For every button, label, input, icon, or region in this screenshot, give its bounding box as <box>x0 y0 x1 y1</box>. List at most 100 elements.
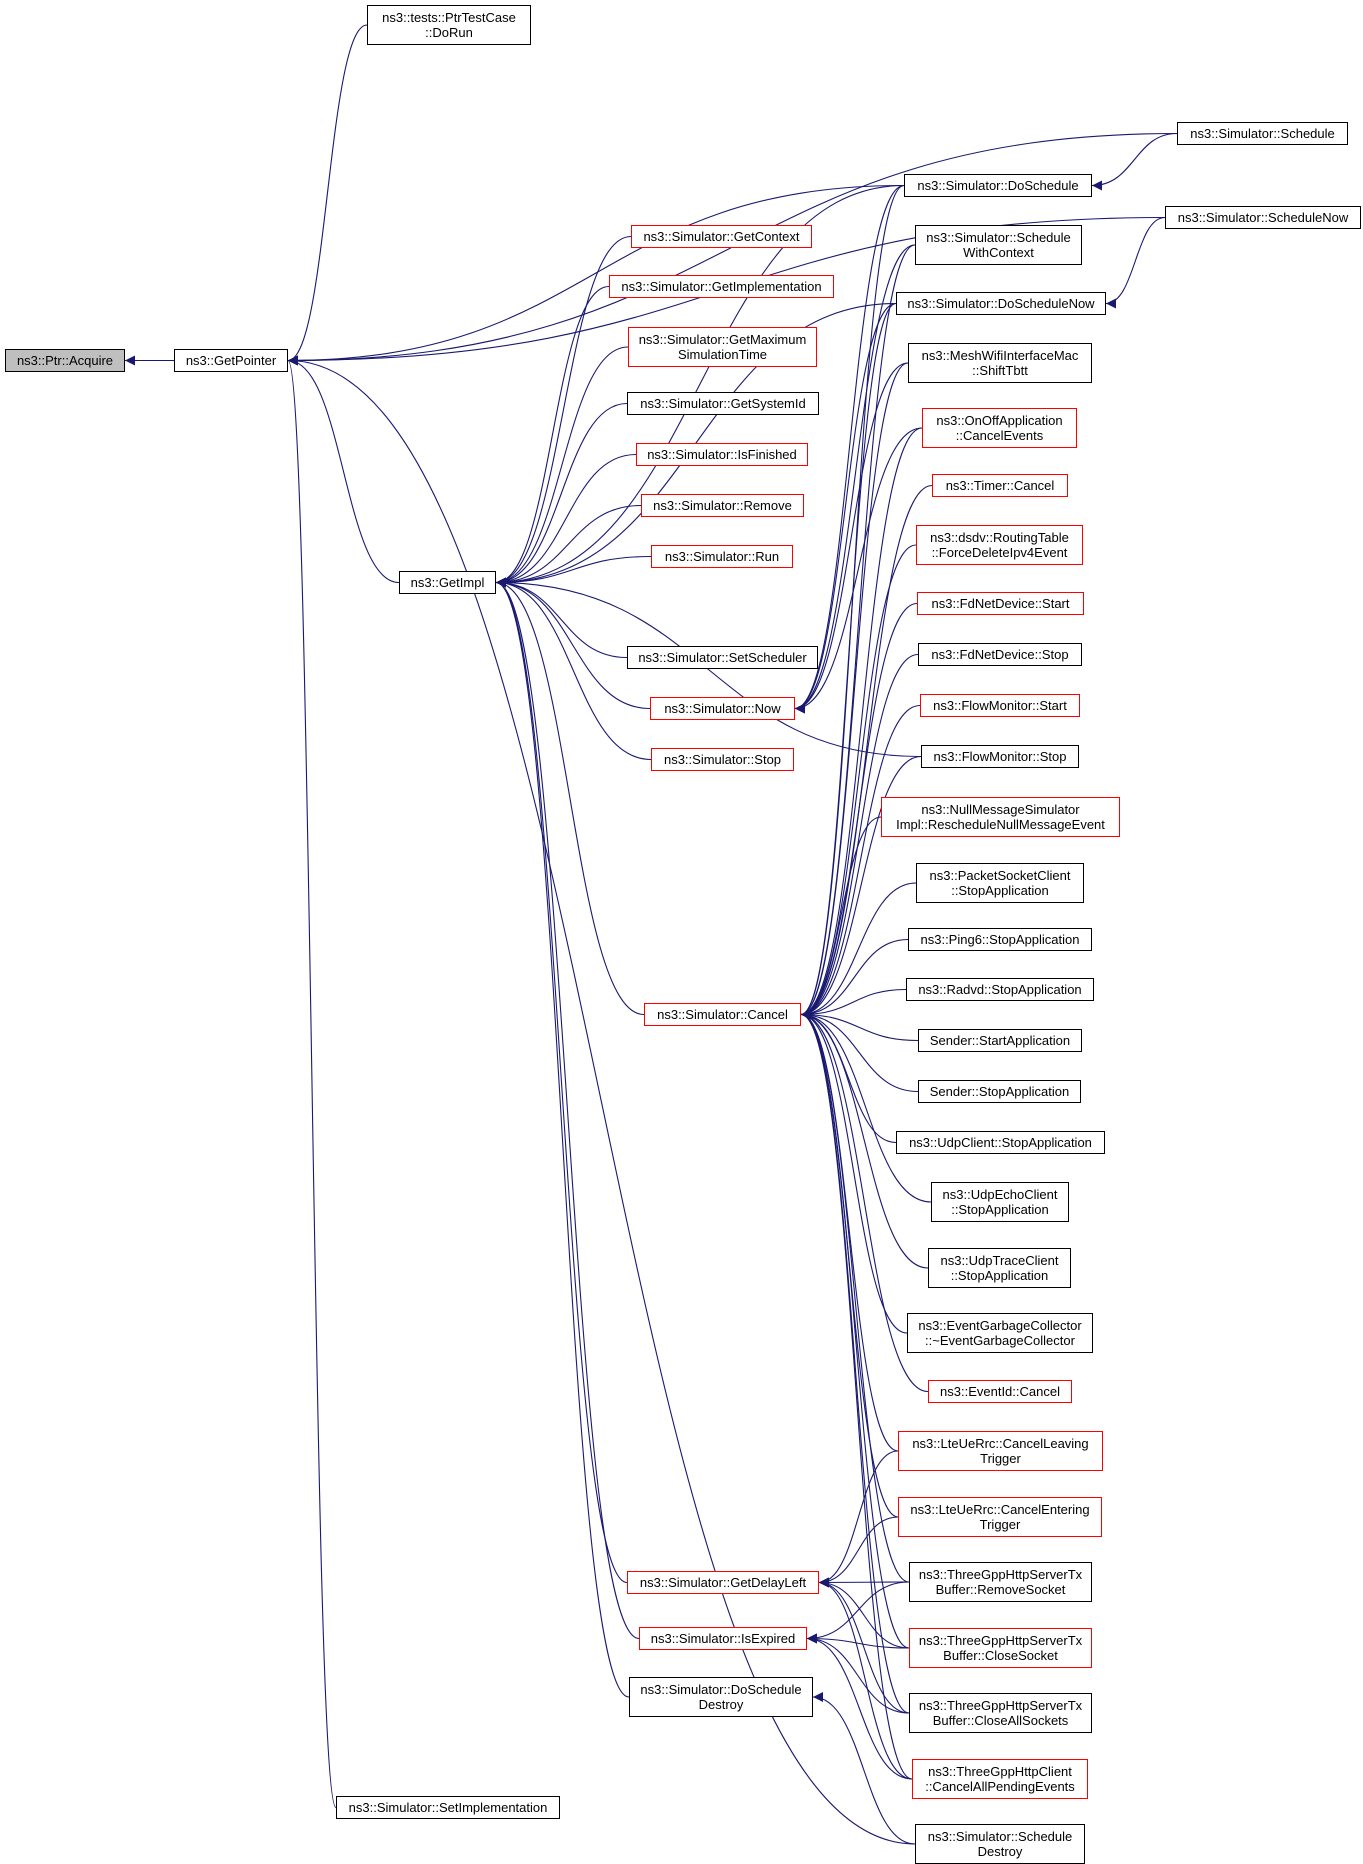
node-radvd[interactable]: ns3::Radvd::StopApplication <box>906 978 1094 1001</box>
edge-remove-to-getimpl <box>495 504 642 588</box>
edge-cancelleaving-to-getdelayleft <box>818 1450 899 1588</box>
edge-eventidcancel-to-cancel <box>800 1009 929 1393</box>
edge-stop-to-getimpl <box>495 577 652 761</box>
edge-schedulenow-to-doschedulenow <box>1105 216 1166 309</box>
node-ping6[interactable]: ns3::Ping6::StopApplication <box>908 928 1092 951</box>
edge-getsystemid-to-getimpl <box>495 402 628 588</box>
edge-closeallsockets-to-cancel <box>800 1009 910 1714</box>
edge-nullmsg-to-cancel <box>800 816 882 1020</box>
edge-onoffcancel-to-now <box>794 427 923 714</box>
edge-packetsocket-to-cancel <box>800 882 917 1020</box>
node-sender-stop[interactable]: Sender::StopApplication <box>918 1080 1081 1103</box>
node-sender-start[interactable]: Sender::StartApplication <box>918 1029 1082 1052</box>
node-cancel-all-pending[interactable]: ns3::ThreeGppHttpClient::CancelAllPendin… <box>912 1759 1088 1799</box>
edge-onoffcancel-to-cancel <box>800 427 923 1020</box>
node-get-pointer[interactable]: ns3::GetPointer <box>174 349 288 372</box>
edge-flowstart-to-cancel <box>800 704 921 1020</box>
edge-setimplementation-to-getpointer <box>287 356 337 1809</box>
node-flow-stop[interactable]: ns3::FlowMonitor::Stop <box>921 745 1079 768</box>
edge-scheduledestroy-to-getpointer <box>287 355 916 1845</box>
edge-cancelallpending-to-getdelayleft <box>818 1577 913 1780</box>
edge-getmaxsimtime-to-getimpl <box>495 346 629 588</box>
node-get-system-id[interactable]: ns3::Simulator::GetSystemId <box>627 392 819 415</box>
node-fd-stop[interactable]: ns3::FdNetDevice::Stop <box>918 643 1082 666</box>
node-get-impl[interactable]: ns3::GetImpl <box>399 571 496 594</box>
edge-getimpl-to-getpointer <box>287 355 400 584</box>
edge-senderstop-to-cancel <box>800 1009 919 1093</box>
edge-schedule-to-doschedule <box>1091 132 1178 191</box>
node-flow-start[interactable]: ns3::FlowMonitor::Start <box>920 694 1080 717</box>
node-simulator-cancel[interactable]: ns3::Simulator::Cancel <box>644 1003 801 1026</box>
node-stop[interactable]: ns3::Simulator::Stop <box>651 748 794 771</box>
node-is-finished[interactable]: ns3::Simulator::IsFinished <box>636 443 808 466</box>
edge-isfinished-to-getimpl <box>495 453 637 588</box>
edge-now-to-getimpl <box>495 577 651 710</box>
edge-scheduledestroy-to-doscheduledestroy <box>812 1692 916 1845</box>
node-get-implementation[interactable]: ns3::Simulator::GetImplementation <box>609 275 834 298</box>
node-now[interactable]: ns3::Simulator::Now <box>650 697 795 720</box>
edge-getdelayleft-to-getimpl <box>495 577 628 1584</box>
edge-doschedulenow-to-now <box>794 302 897 714</box>
node-packet-socket[interactable]: ns3::PacketSocketClient::StopApplication <box>916 863 1084 903</box>
edge-eventgc-to-cancel <box>800 1009 908 1334</box>
node-set-implementation[interactable]: ns3::Simulator::SetImplementation <box>336 1796 560 1819</box>
edge-fdstart-to-cancel <box>800 602 918 1020</box>
node-set-scheduler[interactable]: ns3::Simulator::SetScheduler <box>627 646 818 669</box>
edge-closesocket-to-cancel <box>800 1009 910 1649</box>
edge-closeallsockets-to-isexpired <box>806 1633 910 1714</box>
edge-getcontext-to-getimpl <box>495 235 632 588</box>
edge-ping6-to-cancel <box>800 938 909 1020</box>
node-ptr-acquire[interactable]: ns3::Ptr::Acquire <box>5 349 125 372</box>
node-timer-cancel[interactable]: ns3::Timer::Cancel <box>932 474 1068 497</box>
edge-removesocket-to-getdelayleft <box>818 1577 910 1588</box>
node-run[interactable]: ns3::Simulator::Run <box>651 545 793 568</box>
node-get-context[interactable]: ns3::Simulator::GetContext <box>631 225 812 248</box>
edge-isexpired-to-getimpl <box>495 577 640 1640</box>
node-do-schedule[interactable]: ns3::Simulator::DoSchedule <box>904 174 1092 197</box>
edge-closesocket-to-isexpired <box>806 1633 910 1649</box>
node-schedule-now[interactable]: ns3::Simulator::ScheduleNow <box>1165 206 1361 229</box>
edge-doschedule-to-getpointer <box>287 184 905 366</box>
node-schedule[interactable]: ns3::Simulator::Schedule <box>1177 122 1348 145</box>
edge-doschedule-to-getimpl <box>495 184 905 588</box>
edge-cancelallpending-to-cancel <box>800 1009 913 1780</box>
node-udp-trace[interactable]: ns3::UdpTraceClient::StopApplication <box>928 1248 1071 1288</box>
edge-run-to-getimpl <box>495 555 652 588</box>
node-ptr-test-case-dorun[interactable]: ns3::tests::PtrTestCase::DoRun <box>367 5 531 45</box>
node-fd-start[interactable]: ns3::FdNetDevice::Start <box>917 592 1084 615</box>
node-event-gc[interactable]: ns3::EventGarbageCollector::~EventGarbag… <box>907 1313 1093 1353</box>
edge-dsdvforcedelete-to-cancel <box>800 544 917 1020</box>
node-udp-client[interactable]: ns3::UdpClient::StopApplication <box>896 1131 1105 1154</box>
node-get-delay-left[interactable]: ns3::Simulator::GetDelayLeft <box>627 1571 819 1594</box>
edge-meshshifttbtt-to-cancel <box>800 362 909 1020</box>
node-is-expired[interactable]: ns3::Simulator::IsExpired <box>639 1627 807 1650</box>
edge-fdstop-to-cancel <box>800 653 919 1020</box>
edge-radvd-to-cancel <box>800 988 907 1020</box>
edge-closeallsockets-to-getdelayleft <box>818 1577 910 1714</box>
node-udp-echo[interactable]: ns3::UdpEchoClient::StopApplication <box>931 1182 1069 1222</box>
edge-senderstart-to-cancel <box>800 1009 919 1042</box>
node-dsdv-force-delete[interactable]: ns3::dsdv::RoutingTable::ForceDeleteIpv4… <box>916 525 1083 565</box>
node-mesh-shift-tbtt[interactable]: ns3::MeshWifiInterfaceMac::ShiftTbtt <box>908 343 1092 383</box>
edge-doschedule-to-now <box>794 184 905 714</box>
node-event-id-cancel[interactable]: ns3::EventId::Cancel <box>928 1380 1072 1403</box>
node-onoff-cancel-events[interactable]: ns3::OnOffApplication::CancelEvents <box>922 408 1077 448</box>
node-do-schedule-now[interactable]: ns3::Simulator::DoScheduleNow <box>896 292 1106 315</box>
edge-doschedulenow-to-cancel <box>800 302 897 1020</box>
edge-cancelallpending-to-isexpired <box>806 1633 913 1780</box>
edge-cancelentering-to-getdelayleft <box>818 1516 899 1588</box>
node-remove[interactable]: ns3::Simulator::Remove <box>641 494 804 517</box>
edge-ptrtestcase-to-getpointer <box>287 24 368 366</box>
